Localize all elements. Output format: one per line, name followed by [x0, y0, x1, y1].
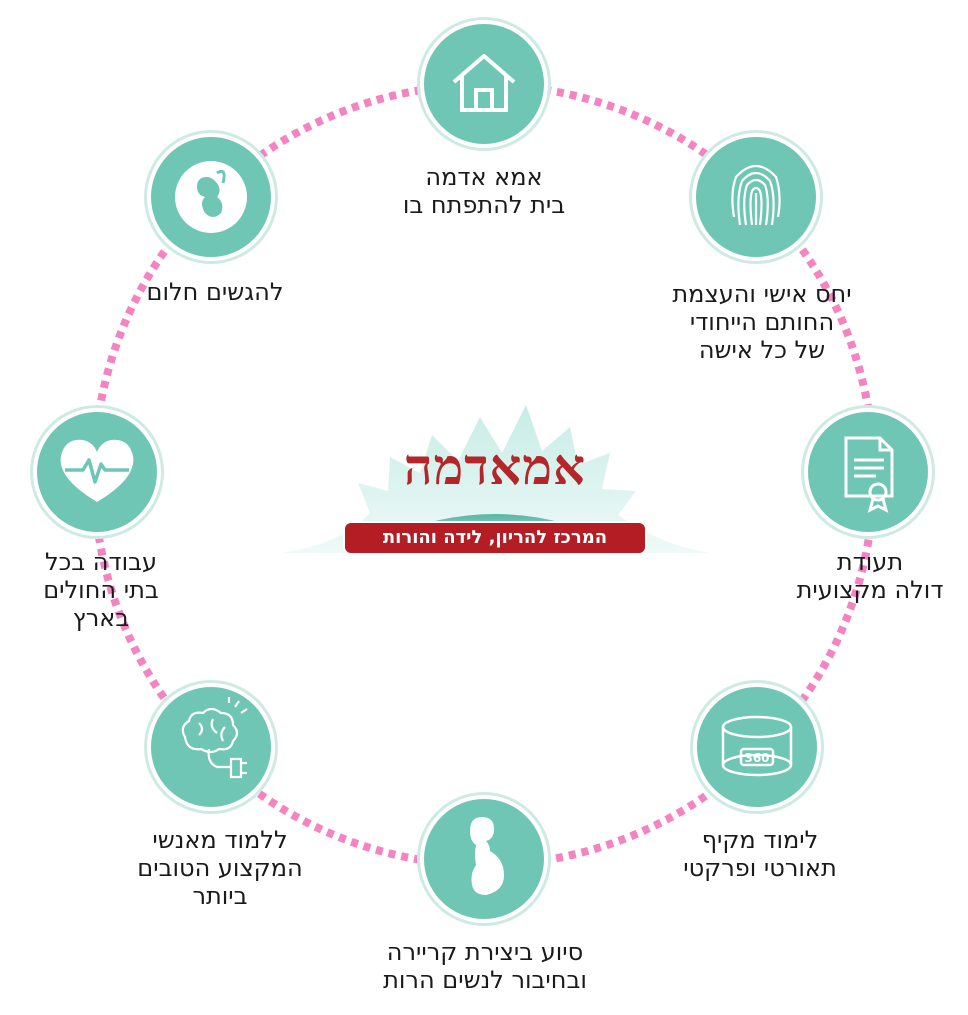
caption-certificate: תעודת דולה מקצועית — [796, 548, 944, 604]
fetus-icon — [155, 141, 267, 253]
caption-pregnant: סיוע ביצירת קריירה ובחיבור לנשים הרות — [383, 938, 587, 994]
caption-360: לימוד מקיף תאורטי ופרקטי — [683, 826, 837, 882]
node-house — [420, 20, 548, 148]
svg-text:360: 360 — [744, 751, 769, 765]
fingerprint-icon — [700, 141, 812, 253]
node-fingerprint — [692, 133, 820, 261]
node-pregnant — [420, 795, 548, 923]
logo-title: אמאדמה — [403, 437, 587, 496]
caption-fetus: להגשים חלום — [146, 278, 284, 306]
center-logo: אמאדמה המרכז להריון, לידה והורות — [280, 395, 710, 565]
caption-heart: עבודה בכל בתי החולים בארץ — [43, 548, 159, 632]
caption-house: אמא אדמה בית להתפתח בו — [402, 163, 566, 219]
heart-pulse-icon — [41, 416, 153, 528]
brain-plug-icon — [155, 691, 267, 803]
pregnant-woman-icon — [428, 803, 540, 915]
360-view-icon: 360 — [701, 691, 813, 803]
certificate-icon — [812, 416, 924, 528]
caption-fingerprint: יחס אישי והעצמת החותם הייחודי של כל אישה — [672, 280, 852, 364]
logo-banner: המרכז להריון, לידה והורות — [345, 523, 645, 553]
node-heart — [33, 408, 161, 536]
node-certificate — [804, 408, 932, 536]
node-fetus — [147, 133, 275, 261]
caption-brain: ללמוד מאנשי המקצוע הטובים ביותר — [137, 826, 303, 910]
node-360: 360 — [693, 683, 821, 811]
house-icon — [428, 28, 540, 140]
node-brain — [147, 683, 275, 811]
